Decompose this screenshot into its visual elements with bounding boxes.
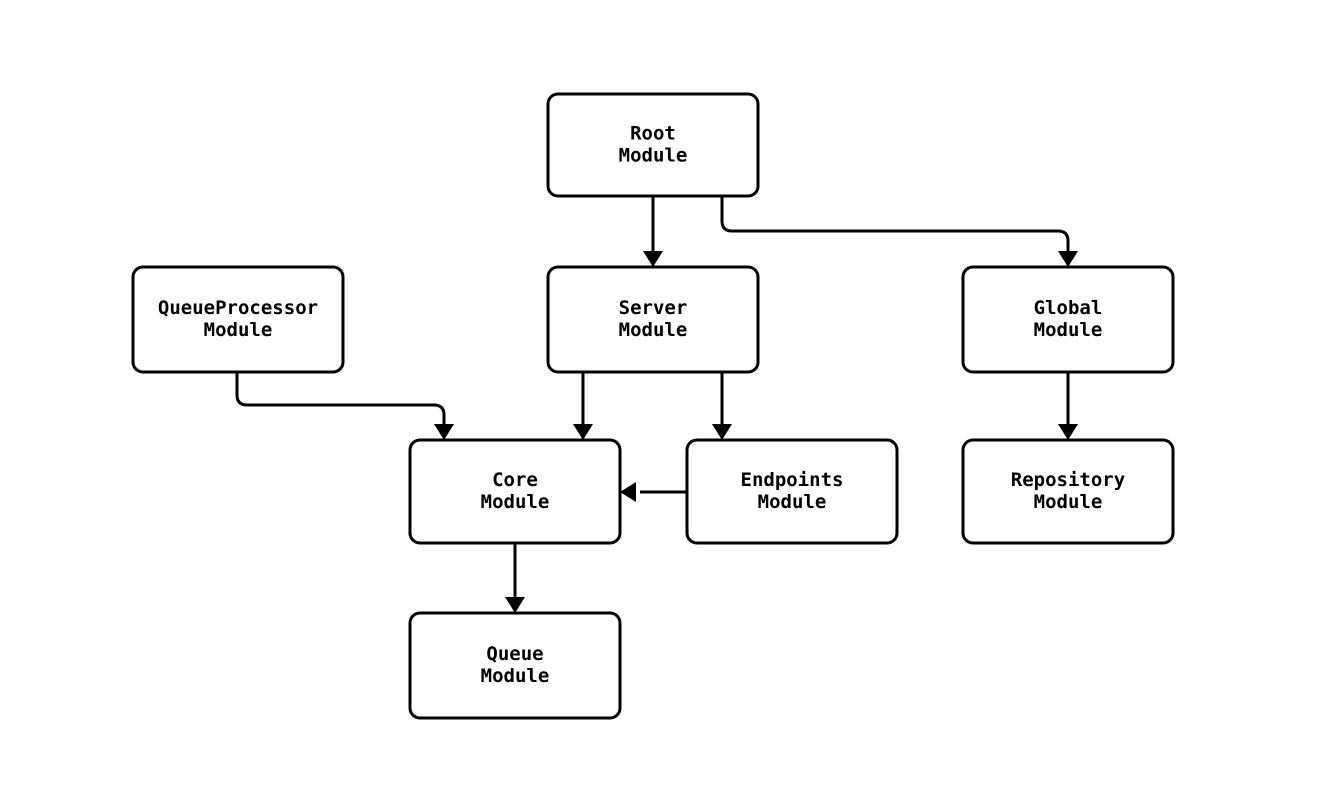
edge-server-to-endpoints-arrowhead: [712, 424, 732, 440]
queueprocessor-module-node-label-line2: Module: [204, 319, 273, 341]
queueprocessor-module-node-box[interactable]: [131, 265, 345, 374]
edge-server-to-core-arrowhead: [573, 424, 593, 440]
edge-root-to-global-arrowhead: [1058, 251, 1078, 267]
queue-module-node-label-line1: Queue: [486, 643, 543, 665]
global-module-node-label-line1: Global: [1034, 297, 1103, 319]
edge-queueprocessor-to-core-line: [235, 372, 446, 424]
edge-server-to-core: [573, 372, 593, 440]
edge-global-to-repository-arrowhead: [1058, 424, 1078, 440]
edge-root-to-server: [643, 196, 663, 267]
edge-core-to-queue-arrowhead: [505, 597, 525, 613]
edge-core-to-queue: [505, 543, 525, 613]
server-module-node-label-line2: Module: [619, 319, 688, 341]
edge-queueprocessor-to-core-arrowhead: [434, 424, 454, 440]
edge-endpoints-to-core: [620, 482, 687, 502]
edge-root-to-global-line: [720, 196, 1070, 251]
global-module-node-label-line2: Module: [1034, 319, 1103, 341]
core-module-node-box[interactable]: [408, 438, 622, 545]
core-module-node-label-line2: Module: [481, 491, 550, 513]
repository-module-node-label-line2: Module: [1034, 491, 1103, 513]
edge-endpoints-to-core-arrowhead: [620, 482, 636, 502]
server-module-node-box[interactable]: [546, 265, 760, 374]
global-module-node-box[interactable]: [961, 265, 1175, 374]
root-module-node-box[interactable]: [546, 92, 760, 198]
server-module-node-label-line1: Server: [619, 297, 688, 319]
root-module-node-label-line1: Root: [630, 123, 676, 145]
endpoints-module-node-label-line2: Module: [758, 491, 827, 513]
edges-layer: [235, 196, 1078, 613]
repository-module-node-box[interactable]: [961, 438, 1175, 545]
edge-root-to-global: [720, 196, 1078, 267]
endpoints-module-node-box[interactable]: [685, 438, 899, 545]
edge-queueprocessor-to-core: [235, 372, 454, 440]
edge-server-to-endpoints: [712, 372, 732, 440]
nodes-layer: RootModuleQueueProcessorModuleServerModu…: [131, 92, 1175, 720]
queue-module-node-box[interactable]: [408, 611, 622, 720]
queueprocessor-module-node-label-line1: QueueProcessor: [158, 297, 318, 319]
endpoints-module-node-label-line1: Endpoints: [741, 469, 844, 491]
core-module-node-label-line1: Core: [492, 469, 538, 491]
repository-module-node-label-line1: Repository: [1011, 469, 1125, 491]
edge-root-to-server-arrowhead: [643, 251, 663, 267]
queue-module-node-label-line2: Module: [481, 665, 550, 687]
edge-global-to-repository: [1058, 372, 1078, 440]
root-module-node-label-line2: Module: [619, 145, 688, 167]
